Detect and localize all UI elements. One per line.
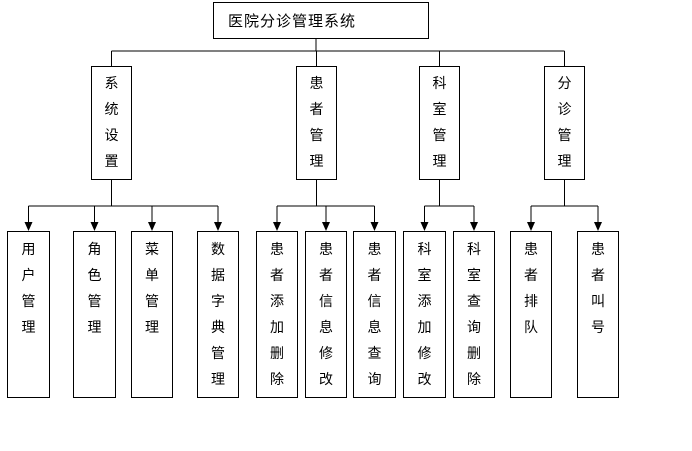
leaf-node-1-2-label: 患者信息查询 xyxy=(367,242,382,388)
arrow-head-1-1 xyxy=(322,222,330,231)
leaf-node-0-1: 角色管理 xyxy=(73,231,116,398)
leaf-node-0-1-label: 角色管理 xyxy=(87,242,102,336)
arrow-head-3-1 xyxy=(594,222,602,231)
arrow-head-1-0 xyxy=(273,222,281,231)
arrow-head-0-2 xyxy=(148,222,156,231)
leaf-node-0-0-label: 用户管理 xyxy=(21,242,36,336)
leaf-node-0-2: 菜单管理 xyxy=(131,231,173,398)
leaf-node-1-2: 患者信息查询 xyxy=(353,231,396,398)
leaf-node-0-3: 数据字典管理 xyxy=(197,231,239,398)
leaf-node-1-0: 患者添加删除 xyxy=(256,231,298,398)
group-node-0: 系统设置 xyxy=(91,66,132,180)
leaf-node-2-0: 科室添加修改 xyxy=(403,231,446,398)
arrow-head-0-3 xyxy=(214,222,222,231)
arrow-head-2-1 xyxy=(470,222,478,231)
root-node: 医院分诊管理系统 xyxy=(213,2,429,39)
root-label: 医院分诊管理系统 xyxy=(228,12,357,30)
leaf-node-1-1-label: 患者信息修改 xyxy=(319,242,333,388)
leaf-node-0-0: 用户管理 xyxy=(7,231,50,398)
leaf-node-1-0-label: 患者添加删除 xyxy=(270,242,284,388)
group-node-2: 科室管理 xyxy=(419,66,460,180)
group-node-1-label: 患者管理 xyxy=(309,76,324,170)
group-node-3: 分诊管理 xyxy=(544,66,585,180)
group-node-0-label: 系统设置 xyxy=(104,76,119,170)
leaf-node-0-2-label: 菜单管理 xyxy=(145,242,159,336)
arrow-head-2-0 xyxy=(420,222,429,231)
arrow-head-0-1 xyxy=(90,222,99,231)
arrow-head-0-0 xyxy=(24,222,33,231)
leaf-node-0-3-label: 数据字典管理 xyxy=(211,242,225,388)
leaf-node-1-1: 患者信息修改 xyxy=(305,231,347,398)
group-node-2-label: 科室管理 xyxy=(432,76,447,170)
group-node-1: 患者管理 xyxy=(296,66,337,180)
group-node-3-label: 分诊管理 xyxy=(557,76,572,170)
leaf-node-2-0-label: 科室添加修改 xyxy=(417,242,432,388)
arrow-head-1-2 xyxy=(370,222,379,231)
leaf-node-3-0: 患者排队 xyxy=(510,231,552,398)
leaf-node-2-1: 科室查询删除 xyxy=(453,231,495,398)
leaf-node-3-1-label: 患者叫号 xyxy=(591,242,605,336)
leaf-node-3-0-label: 患者排队 xyxy=(524,242,538,336)
leaf-node-2-1-label: 科室查询删除 xyxy=(467,242,481,388)
arrow-head-3-0 xyxy=(527,222,535,231)
leaf-node-3-1: 患者叫号 xyxy=(577,231,619,398)
